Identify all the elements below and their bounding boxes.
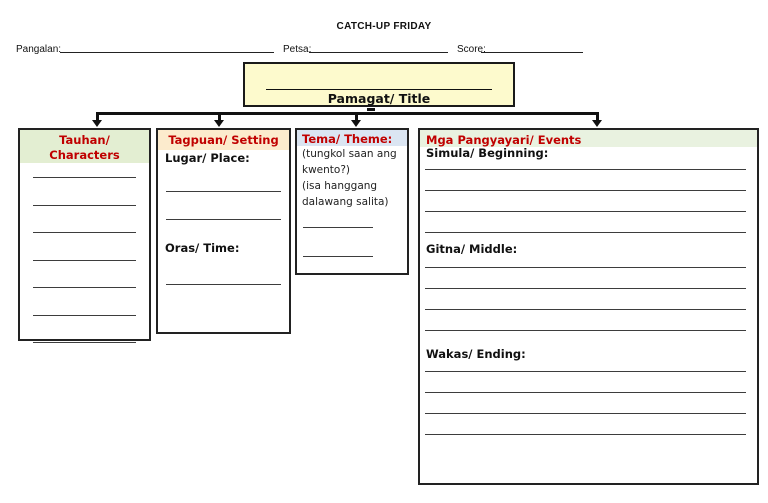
beginning-label: Simula/ Beginning:	[426, 146, 549, 160]
events-box: Mga Pangyayari/ Events Simula/ Beginning…	[418, 128, 759, 485]
ending-section: Wakas/ Ending:	[420, 348, 757, 435]
arrow-down-icon	[351, 120, 361, 127]
date-blank-line	[309, 52, 448, 53]
arrow-down-icon	[592, 120, 602, 127]
blank-line	[33, 178, 136, 206]
date-label: Petsa:	[283, 44, 312, 55]
characters-header-line2: Characters	[49, 148, 120, 162]
middle-blank-lines	[425, 256, 746, 331]
arrow-down-icon	[92, 120, 102, 127]
title-box-label: Pamagat/ Title	[327, 91, 431, 106]
middle-label: Gitna/ Middle:	[426, 242, 518, 256]
place-label: Lugar/ Place:	[165, 151, 250, 165]
setting-box-header: Tagpuan/ Setting	[158, 130, 289, 150]
beginning-section: Simula/ Beginning:	[420, 147, 757, 233]
beginning-blank-lines	[425, 160, 746, 233]
connector-drop	[596, 112, 599, 122]
blank-line	[33, 206, 136, 233]
theme-hint-2: (isa hanggang dalawang salita)	[302, 180, 389, 208]
blank-line	[425, 361, 746, 372]
blank-line	[303, 228, 373, 257]
characters-box-header: Tauhan/ Characters	[20, 130, 149, 163]
blank-line	[425, 310, 746, 331]
blank-line	[166, 255, 281, 285]
arrow-down-icon	[214, 120, 224, 127]
theme-blank-lines	[303, 210, 407, 257]
blank-line	[33, 233, 136, 261]
theme-box-header: Tema/ Theme:	[297, 130, 407, 146]
connector-stub	[367, 108, 375, 111]
time-blank-lines	[166, 255, 281, 285]
theme-box: Tema/ Theme: (tungkol saan ang kwento?) …	[295, 128, 409, 275]
blank-line	[425, 256, 746, 268]
blank-line	[425, 268, 746, 289]
blank-line	[425, 414, 746, 435]
characters-blank-lines	[33, 163, 136, 343]
blank-line	[33, 261, 136, 288]
name-label: Pangalan:	[16, 44, 62, 55]
events-box-header: Mga Pangyayari/ Events	[420, 130, 757, 147]
connector-drop	[355, 112, 358, 122]
ending-blank-lines	[425, 361, 746, 435]
characters-header-line1: Tauhan/	[59, 133, 110, 147]
ending-label: Wakas/ Ending:	[426, 347, 526, 361]
blank-line	[425, 191, 746, 212]
blank-line	[303, 210, 373, 228]
blank-line	[425, 393, 746, 414]
score-blank-line	[481, 52, 583, 53]
blank-line	[425, 212, 746, 233]
blank-line	[166, 192, 281, 220]
blank-line	[33, 288, 136, 316]
blank-line	[33, 316, 136, 343]
characters-box: Tauhan/ Characters	[18, 128, 151, 343]
middle-section: Gitna/ Middle:	[420, 243, 757, 331]
connector-drop	[218, 112, 221, 122]
title-box: Pamagat/ Title	[243, 62, 515, 107]
blank-line	[425, 170, 746, 191]
place-blank-lines	[166, 165, 281, 220]
title-blank-line	[266, 89, 492, 90]
page-title: CATCH-UP FRIDAY	[336, 21, 432, 32]
blank-line	[33, 163, 136, 178]
time-label: Oras/ Time:	[165, 241, 240, 255]
name-blank-line	[60, 52, 274, 53]
blank-line	[425, 160, 746, 170]
score-label: Score:	[457, 44, 486, 55]
connector-drop	[96, 112, 99, 122]
blank-line	[425, 372, 746, 393]
setting-box: Tagpuan/ Setting Lugar/ Place: Oras/ Tim…	[156, 128, 291, 334]
theme-hint-1: (tungkol saan ang kwento?)	[302, 148, 397, 176]
blank-line	[166, 165, 281, 192]
connector-horizontal-line	[96, 112, 599, 115]
blank-line	[425, 289, 746, 310]
